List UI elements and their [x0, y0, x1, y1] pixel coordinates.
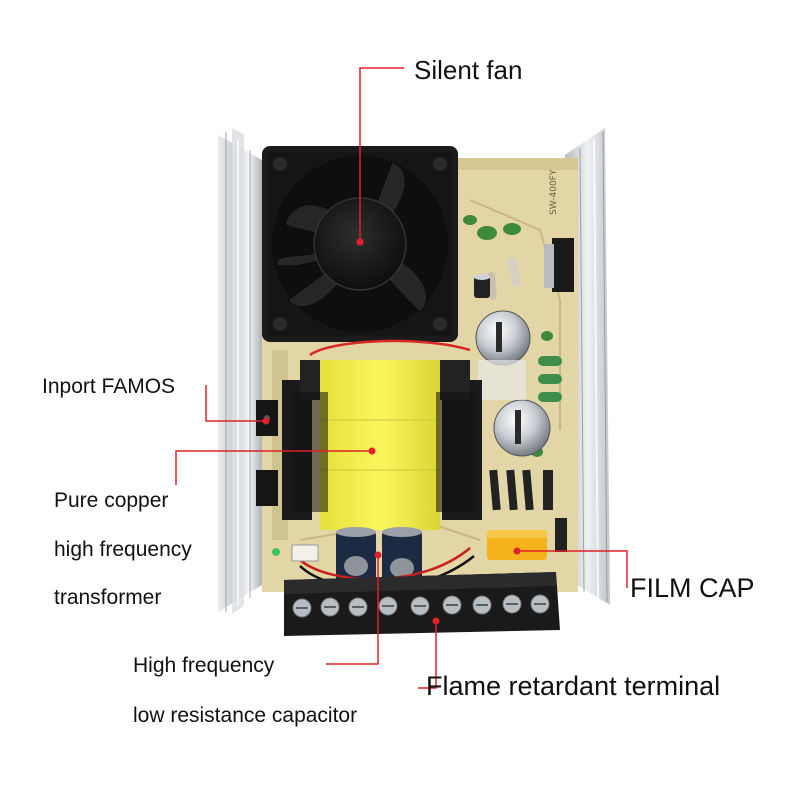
callout-transformer-line-1: Pure copper	[54, 489, 169, 512]
callout-dots	[262, 238, 521, 625]
terminal-block	[284, 572, 560, 636]
bulk-capacitors	[475, 310, 551, 457]
callout-lines	[175, 67, 628, 689]
left-heatsink	[218, 128, 262, 614]
small-electrolytic	[474, 274, 490, 298]
svg-text:SW-400FY: SW-400FY	[549, 169, 559, 215]
ceramic-capacitors	[463, 215, 553, 457]
callout-terminal: Flame retardant terminal	[426, 671, 721, 701]
output-capacitors	[299, 527, 475, 590]
transformer	[272, 339, 482, 540]
diodes	[489, 469, 567, 552]
connector	[272, 544, 319, 562]
film-capacitor	[487, 530, 547, 560]
callout-famos: Inport FAMOS	[42, 375, 176, 398]
callout-transformer-line-2: high frequency	[54, 538, 192, 561]
callout-film-cap: FILM CAP	[630, 573, 755, 603]
power-transistor	[544, 238, 574, 292]
resistors	[487, 257, 562, 402]
callout-capacitor-line-1: High frequency	[133, 654, 275, 677]
callout-transformer-line-3: transformer	[54, 586, 162, 609]
callout-silent-fan: Silent fan	[414, 55, 523, 85]
callout-capacitor-line-2: low resistance capacitor	[133, 704, 358, 727]
